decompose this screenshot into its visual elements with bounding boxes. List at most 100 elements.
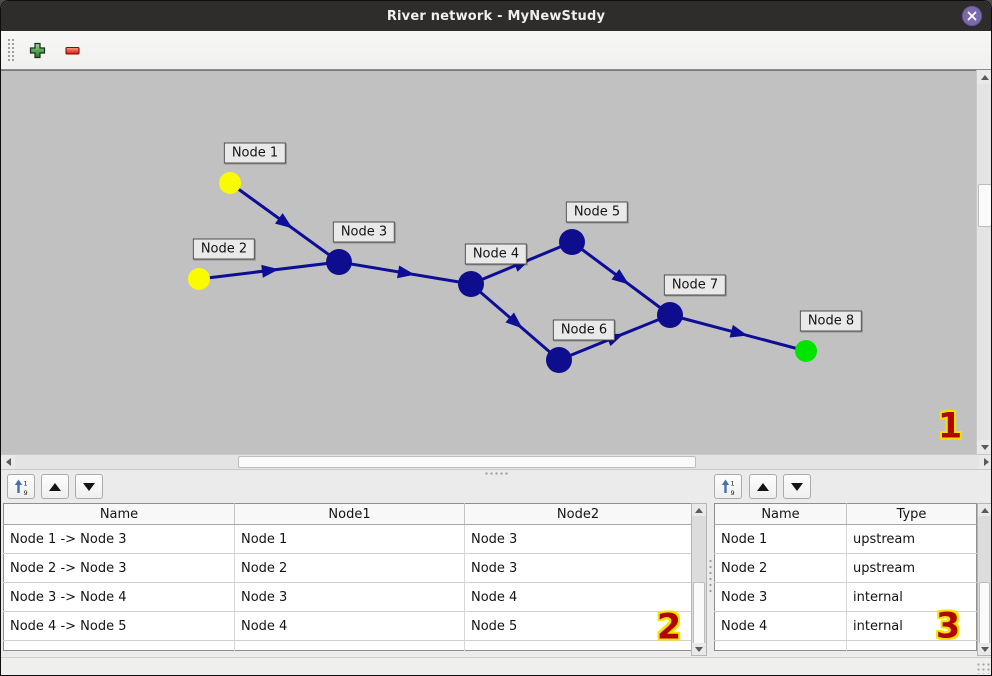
move-link-up-button[interactable] [41, 474, 69, 499]
edge-arrow-icon [729, 324, 748, 338]
left-arrow-icon [5, 458, 11, 466]
table-cell[interactable]: Node 4 -> Node 5 [3, 611, 235, 641]
add-button[interactable] [24, 37, 50, 63]
svg-text:1: 1 [731, 479, 735, 487]
close-button[interactable] [962, 6, 982, 26]
river-node[interactable] [458, 271, 484, 297]
minus-icon [64, 46, 80, 55]
close-icon [967, 11, 977, 21]
node-label[interactable]: Node 6 [552, 319, 616, 341]
table-cell[interactable]: upstream [846, 524, 977, 554]
table-cell[interactable]: Node 3 [714, 582, 847, 612]
table-cell[interactable]: Node 4 [714, 611, 847, 641]
table-cell[interactable]: Node 1 [714, 524, 847, 554]
node-label[interactable]: Node 7 [663, 274, 727, 296]
table-cell[interactable]: Node 3 [464, 524, 692, 554]
river-node[interactable] [559, 229, 585, 255]
node-label[interactable]: Node 8 [799, 310, 863, 332]
table-cell[interactable]: Node 2 -> Node 3 [3, 553, 235, 583]
pane-splitter-grip[interactable] [708, 558, 714, 592]
river-node[interactable] [188, 268, 210, 290]
up-arrow-icon [980, 507, 989, 513]
svg-text:1: 1 [24, 479, 28, 487]
scrollbar-thumb[interactable] [693, 582, 705, 645]
table-cell[interactable]: Node 4 [464, 582, 692, 612]
window-title: River network - MyNewStudy [386, 8, 606, 24]
river-node[interactable] [219, 172, 241, 194]
nodes-column-header-name[interactable]: Name [714, 503, 847, 525]
svg-text:9: 9 [731, 489, 735, 496]
plus-icon [29, 42, 45, 58]
titlebar[interactable]: River network - MyNewStudy [1, 1, 991, 31]
sort-links-button[interactable]: 1 9 [7, 474, 35, 499]
scroll-down-button[interactable] [978, 643, 991, 655]
links-table-scrollbar[interactable] [691, 503, 707, 656]
links-column-header-node2[interactable]: Node2 [464, 503, 692, 525]
horizontal-scrollbar-thumb[interactable] [238, 456, 696, 468]
table-cell[interactable]: internal [846, 582, 977, 612]
up-arrow-icon [49, 482, 61, 491]
table-cell[interactable]: Node 4 [234, 611, 465, 641]
river-node[interactable] [546, 347, 572, 373]
table-cell[interactable]: Node 3 [234, 582, 465, 612]
sort-nodes-button[interactable]: 1 9 [714, 474, 742, 499]
table-row-partial [3, 640, 692, 651]
river-node[interactable] [657, 302, 683, 328]
table-cell[interactable]: Node 5 [464, 611, 692, 641]
nodes-table-scrollbar[interactable] [977, 503, 991, 656]
node-label[interactable]: Node 2 [192, 238, 256, 260]
table-cell[interactable]: internal [846, 611, 977, 641]
down-arrow-icon [980, 646, 989, 652]
remove-button[interactable] [59, 37, 85, 63]
river-canvas[interactable]: Node 1 Node 2 Node 3 Node 4 Node 5 Node 6 Node… [1, 70, 976, 454]
splitter-grip-horizontal[interactable] [484, 471, 510, 477]
up-arrow-icon [981, 74, 989, 80]
table-cell[interactable]: Node 1 -> Node 3 [3, 524, 235, 554]
scroll-down-button[interactable] [977, 440, 991, 454]
canvas-horizontal-scrollbar[interactable] [1, 454, 991, 470]
river-node[interactable] [326, 249, 352, 275]
table-cell[interactable]: upstream [846, 553, 977, 583]
edge-arrow-icon [261, 264, 279, 278]
scrollbar-thumb[interactable] [979, 582, 990, 645]
table-cell[interactable]: Node 2 [234, 553, 465, 583]
node-label[interactable]: Node 1 [223, 142, 287, 164]
node-label[interactable]: Node 4 [464, 243, 528, 265]
vertical-scrollbar-thumb[interactable] [978, 184, 991, 227]
scroll-up-button[interactable] [978, 504, 991, 516]
nodes-column-header-type[interactable]: Type [846, 503, 977, 525]
scroll-up-button[interactable] [692, 504, 706, 516]
table-cell[interactable]: Node 3 -> Node 4 [3, 582, 235, 612]
links-column-header-name[interactable]: Name [3, 503, 235, 525]
node-label[interactable]: Node 5 [565, 201, 629, 223]
canvas-vertical-scrollbar[interactable] [976, 70, 991, 454]
links-column-header-node1[interactable]: Node1 [234, 503, 465, 525]
sort-ascending-icon: 1 9 [721, 479, 735, 496]
scroll-left-button[interactable] [1, 455, 15, 469]
table-cell[interactable]: Node 1 [234, 524, 465, 554]
resize-grip[interactable] [976, 662, 990, 674]
river-node[interactable] [795, 340, 817, 362]
move-node-down-button[interactable] [783, 474, 811, 499]
move-node-up-button[interactable] [749, 474, 777, 499]
scroll-right-button[interactable] [979, 455, 991, 469]
table-cell[interactable]: Node 2 [714, 553, 847, 583]
scroll-down-button[interactable] [692, 643, 706, 655]
node-label[interactable]: Node 3 [332, 221, 396, 243]
toolbar-drag-handle[interactable] [7, 38, 15, 62]
move-link-down-button[interactable] [75, 474, 103, 499]
down-arrow-icon [83, 482, 95, 491]
scroll-up-button[interactable] [977, 70, 991, 84]
table-cell[interactable]: Node 3 [464, 553, 692, 583]
edge-arrow-icon [275, 213, 293, 229]
edge-arrow-icon [397, 265, 415, 279]
down-arrow-icon [695, 646, 703, 652]
